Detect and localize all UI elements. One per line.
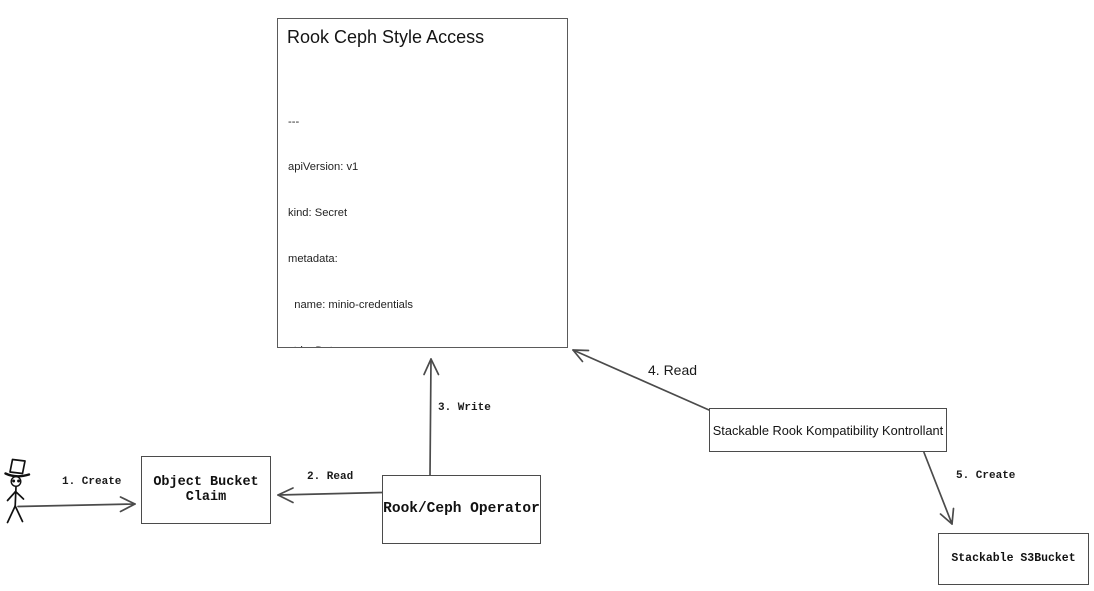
node-label: Stackable Rook Kompatibility Kontrollant	[712, 422, 944, 438]
edge-label-3-write: 3. Write	[438, 402, 491, 414]
node-rook-ceph-style-access: Rook Ceph Style Access --- apiVersion: v…	[277, 18, 568, 348]
edge-label-4-read: 4. Read	[648, 362, 698, 378]
node-rook-ceph-operator: Rook/Ceph Operator	[382, 475, 541, 544]
arrow-4-read	[572, 349, 710, 411]
edge-label-1-create: 1. Create	[62, 476, 122, 488]
yaml-manifest-text: --- apiVersion: v1 kind: Secret metadata…	[288, 84, 567, 347]
edge-label-2-read: 2. Read	[307, 471, 354, 483]
arrow-5-create	[923, 451, 955, 525]
yaml-line: stringData:	[288, 344, 567, 347]
yaml-line: kind: Secret	[288, 207, 348, 220]
stick-figure-top-hat-icon	[4, 458, 31, 524]
node-label: Object Bucket	[153, 474, 259, 490]
node-object-bucket-claim: Object Bucket Claim	[141, 456, 271, 524]
arrow-2-read	[277, 487, 383, 504]
yaml-line: name: minio-credentials	[288, 299, 413, 312]
node-label: Claim	[185, 490, 227, 505]
arrow-1-create	[17, 496, 136, 513]
node-title: Rook Ceph Style Access	[287, 27, 485, 47]
yaml-line: metadata:	[288, 253, 338, 266]
yaml-line: ---	[288, 115, 300, 128]
node-stackable-s3bucket: Stackable S3Bucket	[938, 533, 1089, 585]
arrow-3-write	[423, 358, 440, 477]
yaml-line: apiVersion: v1	[288, 161, 359, 174]
edge-label-5-create: 5. Create	[956, 470, 1016, 482]
node-label: Stackable S3Bucket	[951, 552, 1076, 566]
node-stackable-rook-kompatibility-kontrollant: Stackable Rook Kompatibility Kontrollant	[709, 408, 947, 452]
node-label: Rook/Ceph Operator	[383, 500, 540, 517]
